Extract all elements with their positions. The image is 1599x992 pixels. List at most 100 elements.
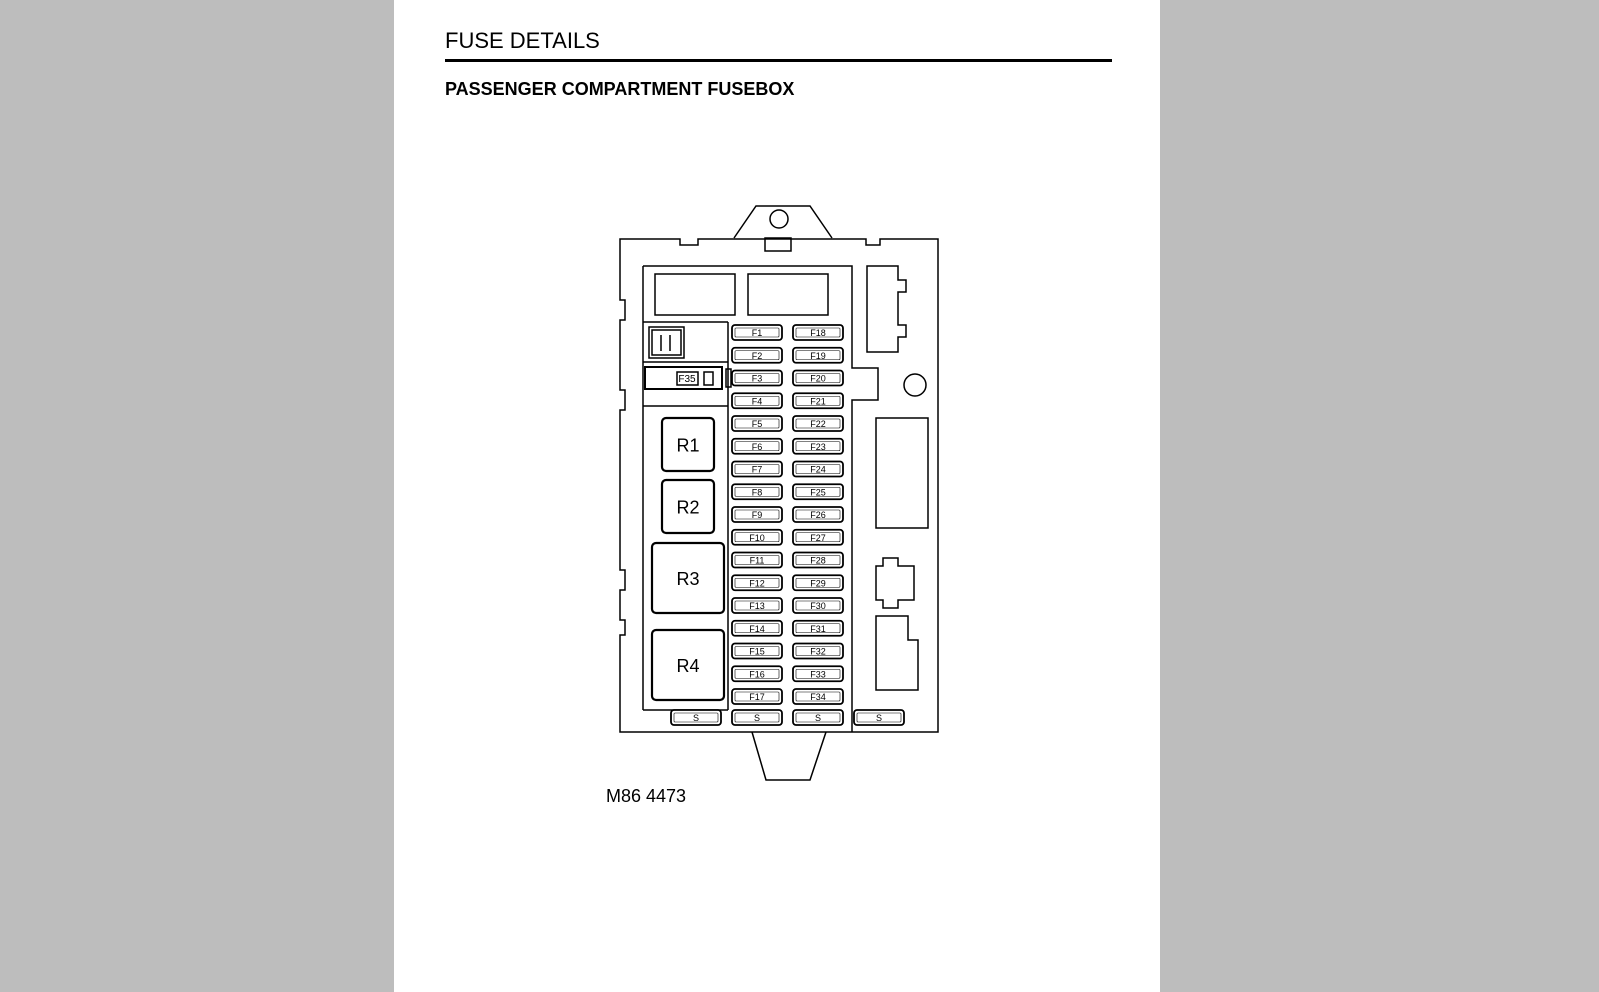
fuse-f34: F34	[792, 688, 844, 705]
fuse-f31: F31	[792, 619, 844, 637]
fuse-f25: F25	[792, 483, 844, 501]
right-connector-upper	[866, 265, 907, 353]
top-mounting-hole	[769, 209, 789, 229]
svg-text:F19: F19	[810, 351, 826, 361]
svg-text:F12: F12	[749, 578, 765, 588]
fuse-f24: F24	[792, 460, 844, 478]
svg-text:F1: F1	[752, 328, 763, 338]
fuse-f1: F1	[731, 324, 783, 341]
svg-text:F26: F26	[810, 510, 826, 520]
svg-text:F31: F31	[810, 624, 826, 634]
fuse-f7: F7	[731, 460, 783, 478]
svg-text:F2: F2	[752, 351, 763, 361]
connector-block-1	[654, 273, 736, 316]
svg-text:F11: F11	[750, 556, 765, 566]
relay-r1: R1	[660, 416, 716, 473]
page-title: FUSE DETAILS	[445, 28, 600, 53]
spare-fuse-4: S	[853, 709, 905, 726]
fuse-f28: F28	[792, 551, 844, 569]
fuse-f2: F2	[731, 346, 783, 364]
svg-text:S: S	[815, 713, 821, 723]
svg-text:F33: F33	[810, 669, 826, 679]
svg-text:F6: F6	[752, 442, 763, 452]
fuse-f26: F26	[792, 506, 844, 523]
right-connector-lower	[875, 615, 919, 691]
relay-r4: R4	[650, 628, 726, 702]
svg-text:F32: F32	[810, 647, 826, 657]
fuse-group: F1F2F3F4F5F6F7F8F9F10F11F12F13F14F15F16F…	[670, 324, 905, 726]
bottom-mounting-tab	[751, 731, 827, 781]
svg-text:R4: R4	[676, 656, 699, 676]
svg-text:F21: F21	[810, 396, 826, 406]
svg-text:F4: F4	[752, 396, 763, 406]
svg-text:F34: F34	[810, 692, 826, 702]
fuse-f18: F18	[792, 324, 844, 341]
right-mounting-hole	[903, 373, 927, 397]
relay-r2: R2	[660, 478, 716, 535]
svg-text:F24: F24	[810, 465, 826, 475]
top-clip	[764, 237, 792, 252]
fuse-f3: F3	[731, 369, 783, 387]
svg-text:F5: F5	[752, 419, 763, 429]
fuse-f29: F29	[792, 574, 844, 592]
fuse-f19: F19	[792, 346, 844, 364]
figure-reference: M86 4473	[606, 786, 687, 806]
top-mounting-tab	[733, 205, 833, 239]
housing-outline	[619, 238, 939, 733]
fuse-f32: F32	[792, 642, 844, 660]
svg-text:S: S	[754, 713, 760, 723]
svg-text:R3: R3	[676, 569, 699, 589]
svg-text:F25: F25	[810, 487, 826, 497]
svg-text:F8: F8	[752, 487, 763, 497]
fuse-f5: F5	[731, 415, 783, 432]
fuse-f10: F10	[731, 528, 783, 546]
svg-text:F22: F22	[810, 419, 826, 429]
fuse-f22: F22	[792, 415, 844, 432]
svg-text:F18: F18	[810, 328, 826, 338]
svg-text:F29: F29	[810, 578, 826, 588]
fuse-f4: F4	[731, 392, 783, 410]
svg-text:F20: F20	[810, 374, 826, 384]
fuse-f8: F8	[731, 483, 783, 501]
svg-text:F3: F3	[752, 374, 763, 384]
fuse-f12: F12	[731, 574, 783, 592]
maxi-fuse-f35	[644, 366, 723, 390]
svg-text:F17: F17	[749, 692, 765, 702]
section-subtitle: PASSENGER COMPARTMENT FUSEBOX	[445, 79, 795, 99]
spare-fuse-2: S	[731, 709, 783, 726]
fuse-f13: F13	[731, 597, 783, 614]
connector-block-2	[747, 273, 829, 316]
spare-fuse-1: S	[670, 709, 722, 726]
svg-text:F9: F9	[752, 510, 763, 520]
svg-text:F16: F16	[749, 669, 765, 679]
fuse-f6: F6	[731, 437, 783, 455]
fuse-f27: F27	[792, 528, 844, 546]
fuse-f14: F14	[731, 619, 783, 637]
fuse-f17: F17	[731, 688, 783, 705]
svg-text:F23: F23	[810, 442, 826, 452]
right-connector-middle	[875, 557, 915, 609]
maxi-fuse-label: F35	[678, 374, 696, 385]
fuse-f21: F21	[792, 392, 844, 410]
svg-text:F28: F28	[810, 556, 826, 566]
fuse-f9: F9	[731, 506, 783, 523]
svg-text:S: S	[693, 713, 699, 723]
svg-text:F7: F7	[752, 465, 763, 475]
right-module	[875, 417, 929, 529]
title-rule	[445, 59, 1112, 62]
svg-text:S: S	[876, 713, 882, 723]
relay-r3: R3	[650, 541, 726, 615]
inner-panel-outline	[643, 265, 879, 732]
svg-text:R2: R2	[676, 498, 699, 518]
fuse-f15: F15	[731, 642, 783, 660]
svg-text:F10: F10	[749, 533, 765, 543]
diagnostic-socket	[648, 326, 685, 359]
fuse-f16: F16	[731, 665, 783, 683]
svg-text:F13: F13	[749, 601, 765, 611]
fuse-f20: F20	[792, 369, 844, 387]
svg-text:F14: F14	[749, 624, 765, 634]
fuse-f30: F30	[792, 597, 844, 614]
svg-text:F30: F30	[810, 601, 826, 611]
